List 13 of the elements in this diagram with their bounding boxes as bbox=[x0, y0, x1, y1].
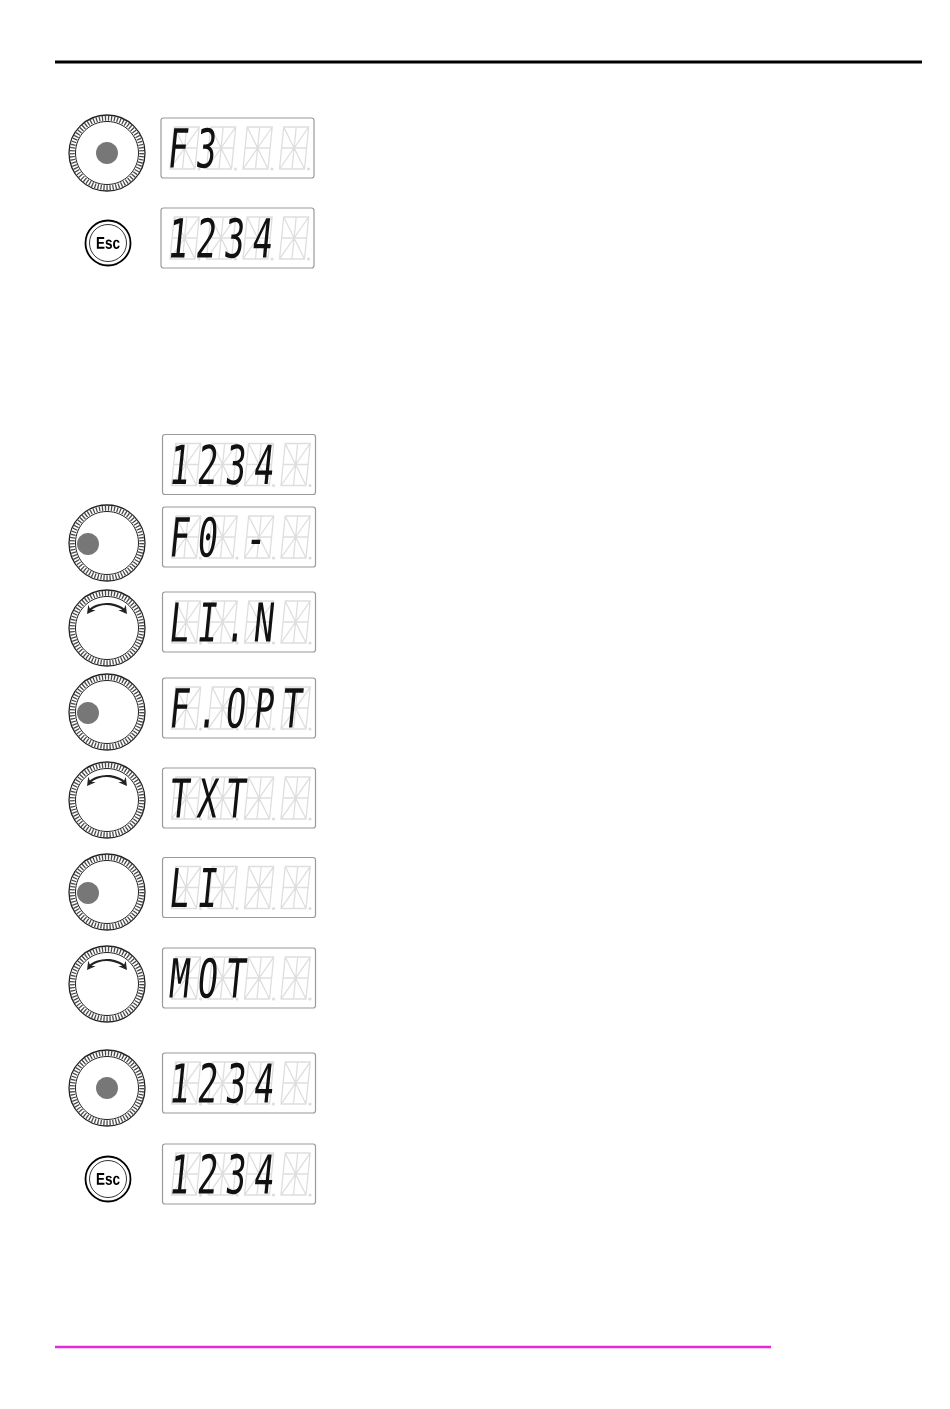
lcd-display: 1234 bbox=[160, 207, 315, 269]
esc-button: Esc bbox=[84, 1155, 132, 1203]
esc-button: Esc bbox=[84, 219, 132, 267]
lcd-display: F3 bbox=[160, 117, 315, 179]
lcd-display: F0 - bbox=[161, 506, 317, 568]
lcd-display: LI bbox=[161, 856, 317, 919]
lcd-display: LI.N bbox=[161, 591, 317, 653]
lcd-display: 1234 bbox=[161, 433, 317, 496]
lcd-display: 1234 bbox=[161, 1143, 317, 1205]
lcd-display: MOT bbox=[161, 947, 317, 1009]
lcd-display: 1234 bbox=[161, 1052, 317, 1114]
lcd-display: F.OPT bbox=[161, 677, 317, 739]
lcd-display: TXT bbox=[161, 767, 317, 829]
